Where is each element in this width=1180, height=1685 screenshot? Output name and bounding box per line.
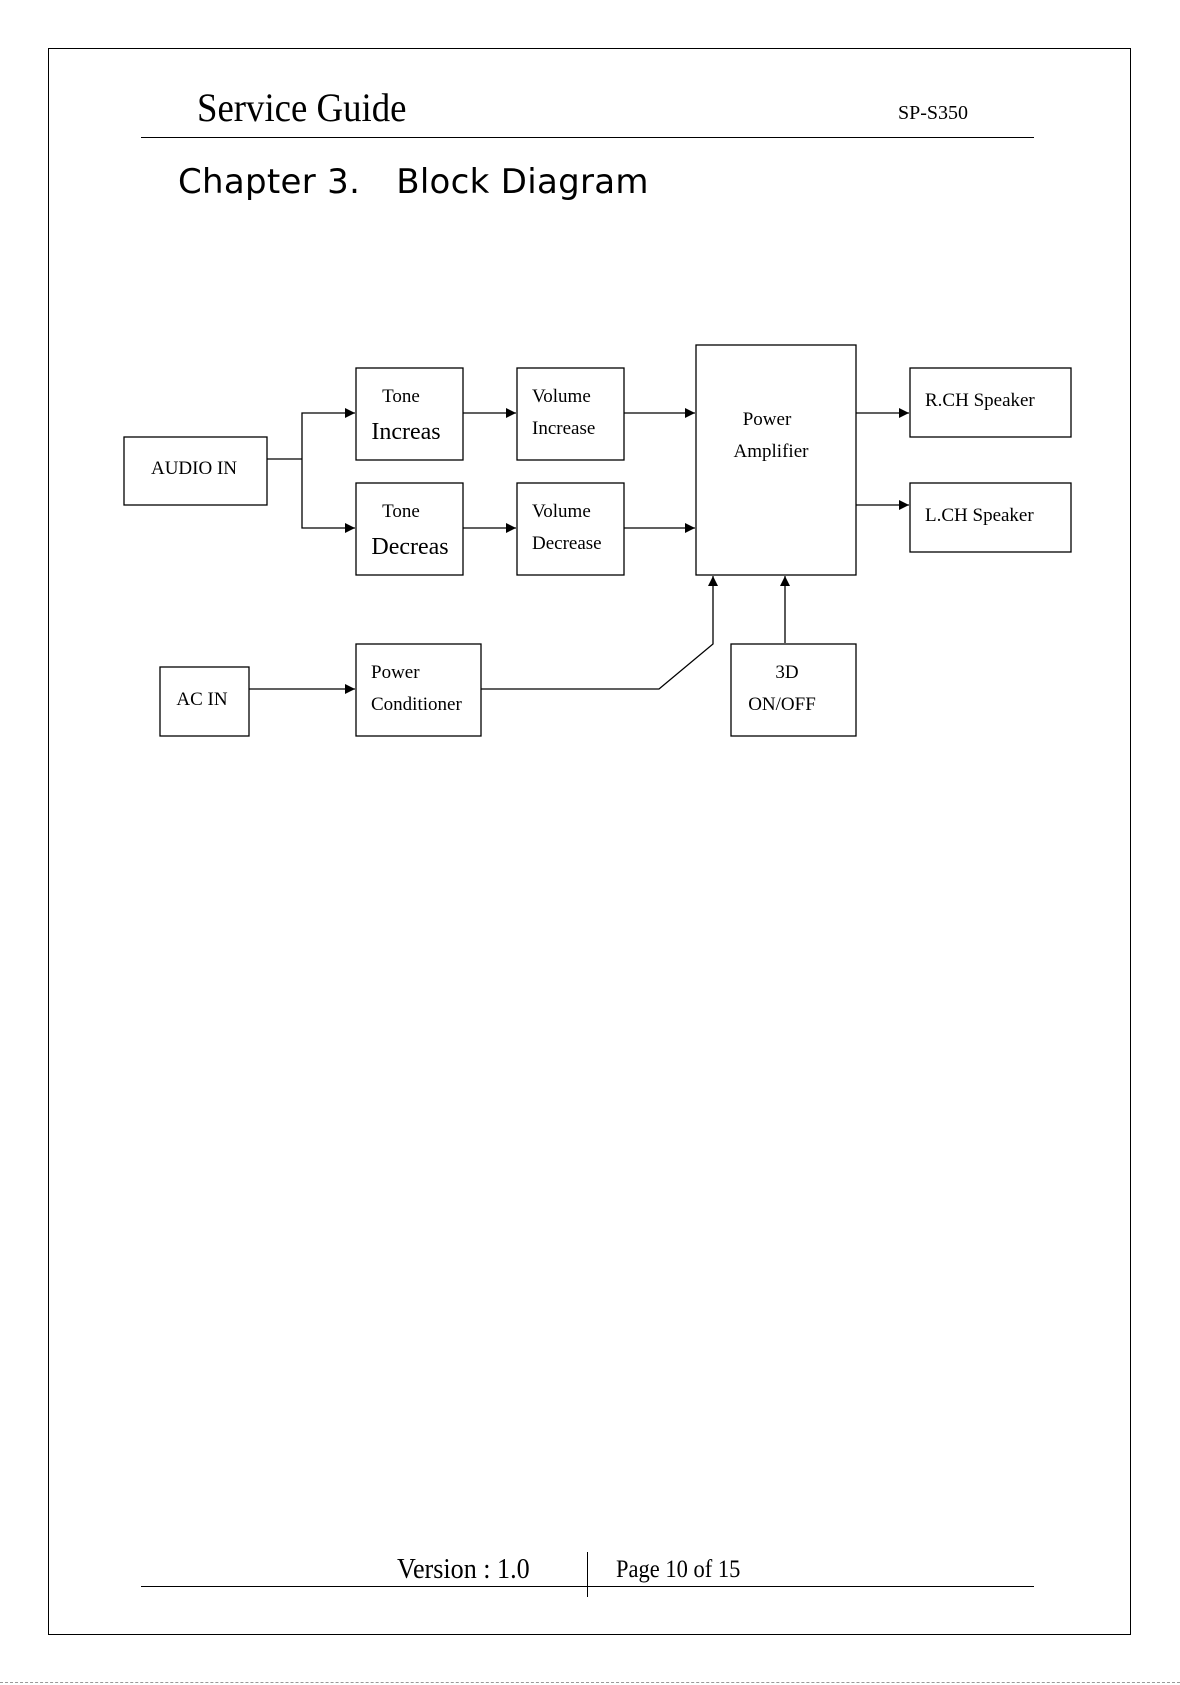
- wire-conditioner-to-amp: [481, 576, 713, 689]
- block-power-amplifier: Power Amplifier: [696, 345, 856, 575]
- tone-increase-line2: Increas: [371, 419, 440, 445]
- block-volume-decrease: Volume Decrease: [517, 483, 624, 575]
- switch-3d-line1: 3D: [775, 662, 798, 683]
- wire-audio-to-tone-decrease: [302, 459, 355, 528]
- block-power-conditioner: Power Conditioner: [356, 644, 481, 736]
- wire-audio-to-tone-increase: [302, 413, 355, 459]
- footer-version: Version : 1.0: [397, 1553, 530, 1586]
- block-tone-decrease: Tone Decreas: [356, 483, 463, 575]
- block-ac-in: AC IN: [160, 667, 249, 736]
- lch-speaker-label: L.CH Speaker: [925, 505, 1034, 526]
- ac-in-label: AC IN: [176, 689, 227, 710]
- audio-in-label: AUDIO IN: [151, 458, 237, 479]
- block-3d-switch: 3D ON/OFF: [731, 644, 856, 736]
- rch-speaker-label: R.CH Speaker: [925, 390, 1035, 411]
- block-rch-speaker: R.CH Speaker: [910, 368, 1071, 437]
- tone-increase-line1: Tone: [382, 386, 420, 407]
- block-audio-in: AUDIO IN: [124, 437, 267, 505]
- volume-decrease-line2: Decrease: [532, 533, 602, 554]
- block-tone-increase: Tone Increas: [356, 368, 463, 460]
- footer-divider: [587, 1552, 588, 1597]
- switch-3d-line2: ON/OFF: [748, 694, 816, 715]
- page-bottom-edge: [0, 1682, 1180, 1683]
- block-volume-increase: Volume Increase: [517, 368, 624, 460]
- power-amplifier-line2: Amplifier: [734, 441, 810, 462]
- power-conditioner-line2: Conditioner: [371, 694, 462, 715]
- footer-rule: [141, 1586, 1034, 1587]
- volume-increase-line1: Volume: [532, 386, 591, 407]
- tone-decrease-line1: Tone: [382, 501, 420, 522]
- power-amplifier-line1: Power: [743, 409, 792, 430]
- volume-decrease-line1: Volume: [532, 501, 591, 522]
- footer-page-number: Page 10 of 15: [616, 1556, 740, 1584]
- block-lch-speaker: L.CH Speaker: [910, 483, 1071, 552]
- volume-increase-line2: Increase: [532, 418, 595, 439]
- tone-decrease-line2: Decreas: [371, 534, 448, 560]
- power-conditioner-line1: Power: [371, 662, 420, 683]
